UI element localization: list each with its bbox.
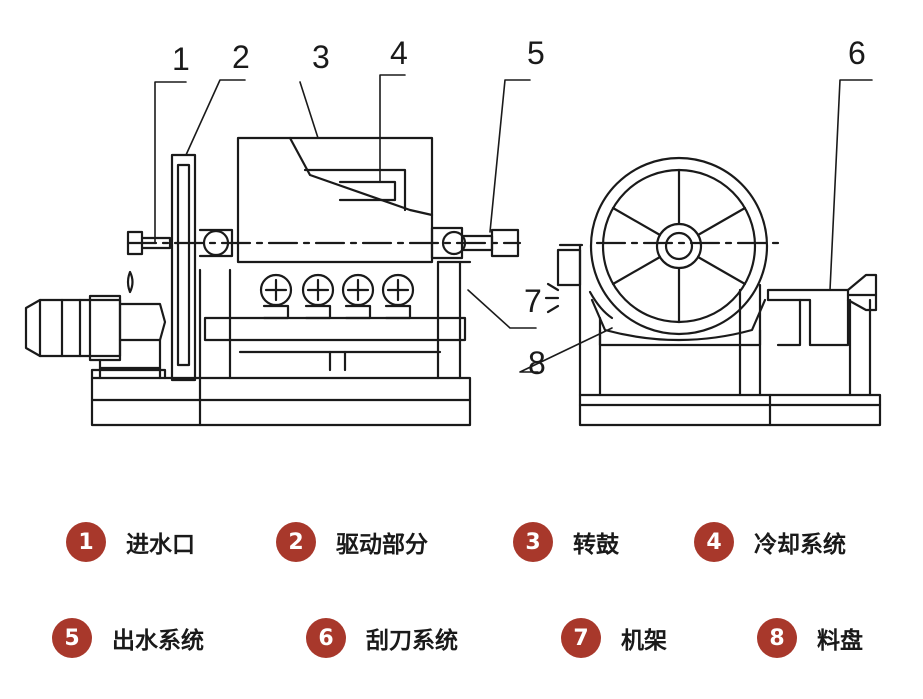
legend: 1 进水口 2 驱动部分 3 转鼓 4 冷却系统 5 出水系统 6 刮刀系统 7… — [0, 500, 923, 690]
number-badge: 2 — [276, 522, 316, 562]
callout-6: 6 — [848, 35, 866, 71]
legend-label: 出水系统 — [112, 628, 204, 654]
number-badge: 4 — [694, 522, 734, 562]
number-badge: 1 — [66, 522, 106, 562]
callout-2: 2 — [232, 39, 250, 75]
legend-item: 2 驱动部分 — [276, 520, 428, 564]
legend-item: 1 进水口 — [66, 520, 195, 564]
legend-item: 5 出水系统 — [52, 616, 204, 660]
legend-label: 驱动部分 — [336, 532, 428, 558]
legend-item: 6 刮刀系统 — [306, 616, 458, 660]
number-badge: 3 — [513, 522, 553, 562]
legend-label: 进水口 — [126, 532, 195, 558]
legend-item: 8 料盘 — [757, 616, 863, 660]
machine-drawing: 1 2 3 4 5 6 7 8 — [24, 35, 882, 427]
front-view — [24, 136, 522, 427]
callout-5: 5 — [527, 35, 545, 71]
legend-label: 料盘 — [817, 628, 863, 654]
legend-label: 机架 — [621, 628, 667, 654]
number-badge: 6 — [306, 618, 346, 658]
callout-7: 7 — [524, 283, 542, 319]
legend-item: 7 机架 — [561, 616, 667, 660]
callout-4: 4 — [390, 35, 408, 71]
callout-8: 8 — [528, 345, 546, 381]
leader-lines — [154, 74, 873, 373]
callout-3: 3 — [312, 39, 330, 75]
callout-1: 1 — [172, 41, 190, 77]
number-badge: 8 — [757, 618, 797, 658]
legend-label: 冷却系统 — [754, 532, 846, 558]
legend-label: 刮刀系统 — [366, 628, 458, 654]
legend-item: 4 冷却系统 — [694, 520, 846, 564]
legend-label: 转鼓 — [573, 532, 619, 558]
callout-numbers: 1 2 3 4 5 6 7 8 — [172, 35, 866, 381]
number-badge: 7 — [561, 618, 601, 658]
legend-item: 3 转鼓 — [513, 520, 619, 564]
side-view — [544, 156, 882, 427]
number-badge: 5 — [52, 618, 92, 658]
